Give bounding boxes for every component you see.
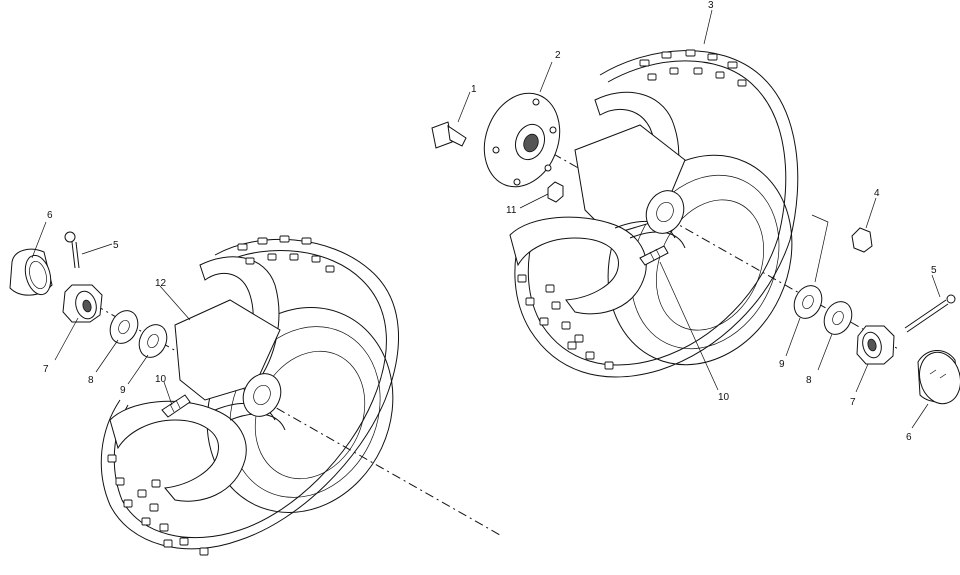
left-callout-9: 9	[120, 385, 126, 396]
right-hub-disc	[483, 92, 561, 188]
right-bolt	[431, 121, 467, 149]
left-wheel-assembly: 6 5 12 7 8 9 10	[9, 210, 501, 556]
right-castle-nut	[856, 325, 895, 365]
left-callout-10: 10	[155, 374, 167, 385]
right-nut-4	[811, 214, 873, 283]
right-callout-8: 8	[806, 375, 812, 386]
right-cotter-pin	[904, 294, 956, 333]
right-callout-5: 5	[931, 265, 937, 276]
right-washer-9	[793, 285, 823, 319]
right-hub-cap	[917, 350, 960, 405]
right-washer-8	[823, 301, 853, 335]
right-callout-6: 6	[906, 432, 912, 443]
right-tire-tread	[517, 49, 747, 370]
left-washer-9	[138, 324, 168, 358]
right-callout-10: 10	[718, 392, 730, 403]
right-callout-4: 4	[874, 188, 880, 199]
left-callout-6: 6	[47, 210, 53, 221]
left-leader-lines	[31, 221, 191, 406]
right-tire	[509, 50, 799, 378]
left-callout-5: 5	[113, 240, 119, 251]
left-castle-nut	[62, 284, 103, 323]
right-callout-2: 2	[555, 50, 561, 61]
right-nut-11	[547, 181, 564, 203]
left-callout-7: 7	[43, 364, 49, 375]
left-callout-12: 12	[155, 278, 167, 289]
left-valve-stem	[161, 394, 191, 418]
right-leader-lines	[457, 9, 941, 429]
left-tire-tread	[107, 235, 335, 556]
left-washer-8	[109, 310, 139, 344]
right-callout-11: 11	[506, 205, 517, 216]
left-callout-8: 8	[88, 375, 94, 386]
right-callout-7: 7	[850, 397, 856, 408]
left-tire	[100, 238, 399, 550]
right-callout-1: 1	[471, 84, 477, 95]
left-cotter-pin	[64, 231, 80, 269]
right-valve-stem	[639, 245, 669, 266]
right-callout-9: 9	[779, 359, 785, 370]
right-callout-3: 3	[708, 0, 714, 11]
right-wheel-assembly: 3 2 1 11 4 5 9 8 7 6 10	[431, 0, 960, 443]
